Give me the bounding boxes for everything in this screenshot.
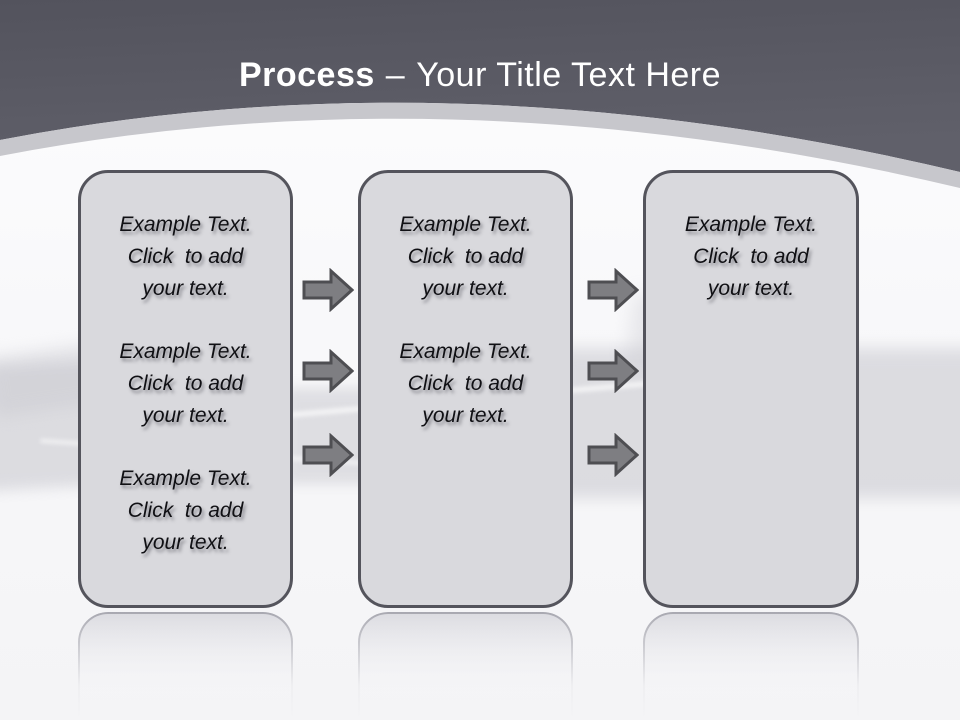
slide-title: Process – Your Title Text Here [0,56,960,95]
placeholder-text: Example Text. Click to add your text. [399,340,532,427]
placeholder-text: Example Text. Click to add your text. [119,467,252,554]
box-reflection [358,612,573,720]
header-curve-background [0,0,960,188]
right-arrow-icon [587,433,639,477]
placeholder-text: Example Text. Click to add your text. [684,213,818,300]
right-arrow-icon [302,433,354,477]
right-arrow-icon [587,268,639,312]
process-box-3[interactable]: Example Text. Click to add your text. [643,170,859,608]
right-arrow-icon [302,349,354,393]
box-reflection [78,612,293,720]
placeholder-text: Example Text. Click to add your text. [119,340,252,427]
process-box-1[interactable]: Example Text. Click to add your text. Ex… [78,170,293,608]
placeholder-text: Example Text. Click to add your text. [119,213,252,300]
title-text: Your Title Text Here [416,56,722,94]
right-arrow-icon [302,268,354,312]
title-dash: – [385,56,406,94]
box-reflection [643,612,859,720]
right-arrow-icon [587,349,639,393]
process-box-2[interactable]: Example Text. Click to add your text. Ex… [358,170,573,608]
placeholder-text: Example Text. Click to add your text. [399,213,532,300]
title-keyword: Process [238,56,375,94]
